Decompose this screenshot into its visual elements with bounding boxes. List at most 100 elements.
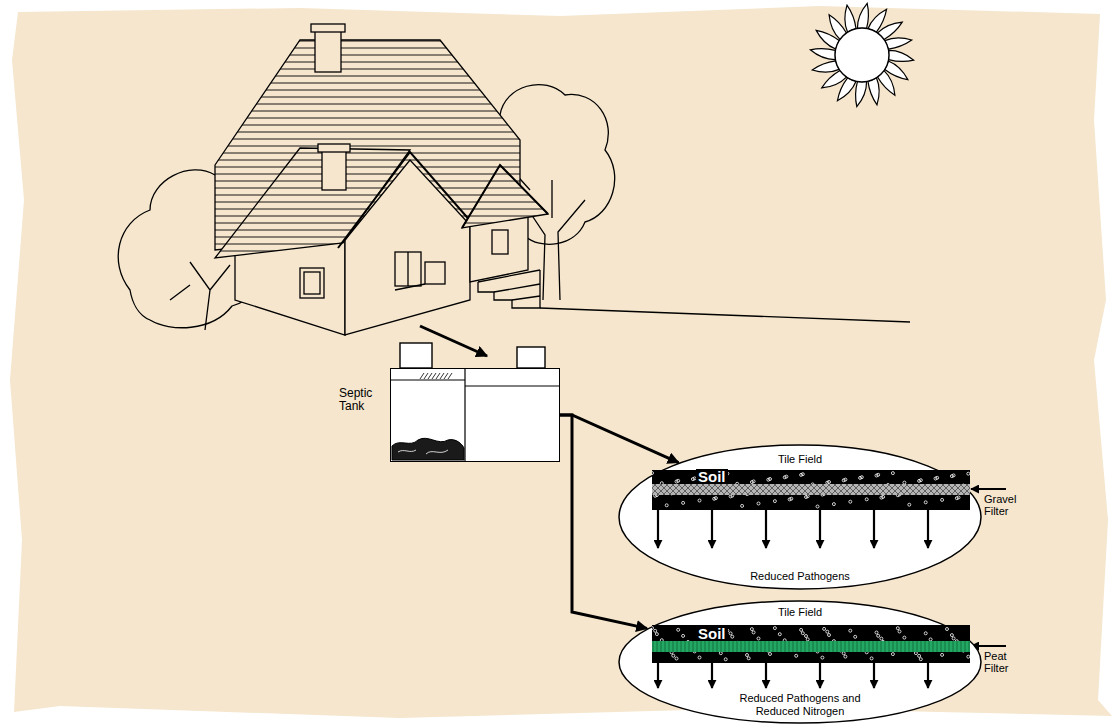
sun-ray — [857, 3, 868, 28]
soil-particle — [896, 627, 899, 630]
filter-label: Gravel Filter — [984, 493, 1026, 517]
ellipse-outline — [619, 445, 981, 589]
soil-particle — [821, 656, 824, 659]
percolation-arrow — [873, 510, 875, 548]
soil-particle — [952, 637, 955, 640]
soil-particle — [875, 474, 878, 477]
sun-disc — [835, 28, 889, 82]
soil-particle — [950, 634, 953, 637]
field-result: Reduced Pathogens — [700, 570, 900, 583]
soil-particle — [773, 500, 776, 503]
scum-layer — [432, 373, 436, 379]
soil-band: Soil — [652, 470, 970, 510]
soil-particle — [891, 653, 894, 656]
soil-particle — [877, 634, 880, 637]
soil-particle — [865, 498, 868, 501]
soil-particle — [788, 498, 791, 501]
soil-particle — [842, 652, 845, 655]
percolation-arrow — [711, 663, 713, 688]
sun — [810, 3, 913, 106]
soil-particle — [903, 481, 906, 484]
house — [338, 152, 480, 248]
house — [540, 308, 910, 322]
soil-band: Soil — [652, 625, 970, 663]
leader-arrow — [971, 488, 1006, 490]
soil-particle — [719, 652, 722, 655]
water-line — [390, 379, 465, 380]
soil-particle — [655, 633, 658, 636]
sun-ray — [845, 5, 856, 32]
house — [322, 150, 346, 190]
sun-ray — [812, 61, 839, 72]
soil-particle — [654, 629, 657, 632]
soil-particle — [750, 481, 753, 484]
percolation-arrow — [873, 663, 875, 688]
soil-particle — [844, 655, 847, 658]
tank-label: Septic Tank — [339, 387, 383, 413]
house — [462, 165, 548, 228]
sun-ray — [868, 78, 879, 105]
soil-particle — [924, 632, 927, 635]
soil-label: Soil — [696, 469, 728, 484]
soil-particle — [924, 501, 927, 504]
soil-particle — [816, 505, 819, 508]
soil-particle — [805, 496, 808, 499]
percolation-arrow — [657, 663, 659, 688]
soil-particle — [967, 472, 970, 475]
soil-particle — [752, 631, 755, 634]
soil-particle — [828, 634, 831, 637]
soil-particle — [800, 628, 803, 631]
soil-particle — [903, 636, 906, 639]
house — [304, 272, 320, 294]
paper-background — [10, 6, 1112, 718]
tile-field-ellipse: Tile FieldReduced Pathogens and Reduced … — [618, 600, 982, 724]
house — [462, 165, 548, 228]
scum-layer — [448, 373, 452, 379]
soil-particle — [757, 502, 760, 505]
soil-particle — [783, 476, 786, 479]
flow-connector — [560, 415, 679, 463]
ellipse-outline — [619, 601, 981, 723]
soil-particle — [767, 478, 770, 481]
ellipse-outline — [618, 444, 982, 590]
soil-particle — [677, 628, 680, 631]
soil-particle — [652, 472, 654, 475]
house — [425, 262, 445, 284]
soil-particle — [750, 628, 753, 631]
percolation-arrow — [819, 510, 821, 548]
scum-layer — [428, 373, 432, 379]
house — [318, 144, 350, 152]
soil-particle — [898, 630, 901, 633]
soil-particle — [795, 654, 798, 657]
soil-particle — [955, 497, 958, 500]
soil-particle — [682, 501, 685, 504]
house — [215, 148, 410, 258]
sun-ray — [889, 50, 914, 61]
soil-label: Soil — [696, 626, 728, 641]
soil-particle — [675, 657, 678, 660]
sludge-layer — [398, 450, 448, 454]
soil-particle — [918, 654, 921, 657]
soil-particle — [729, 632, 732, 635]
house — [492, 230, 508, 254]
soil-particle — [747, 657, 750, 660]
percolation-arrow — [765, 663, 767, 688]
soil-particle — [741, 504, 744, 507]
soil-particle — [731, 635, 734, 638]
tree-left — [170, 262, 230, 330]
tank-detail — [390, 368, 560, 462]
soil-particle — [946, 628, 949, 631]
soil-particle — [918, 479, 921, 482]
house — [311, 24, 345, 32]
septic-tank: Septic Tank — [390, 368, 560, 462]
house — [494, 284, 540, 292]
house — [407, 252, 408, 286]
leader-arrow — [971, 645, 1006, 647]
soil-particle — [729, 495, 732, 498]
tank-lid — [517, 347, 545, 368]
soil-particle — [800, 473, 803, 476]
soil-particle — [672, 654, 675, 657]
soil-particle — [914, 652, 917, 655]
